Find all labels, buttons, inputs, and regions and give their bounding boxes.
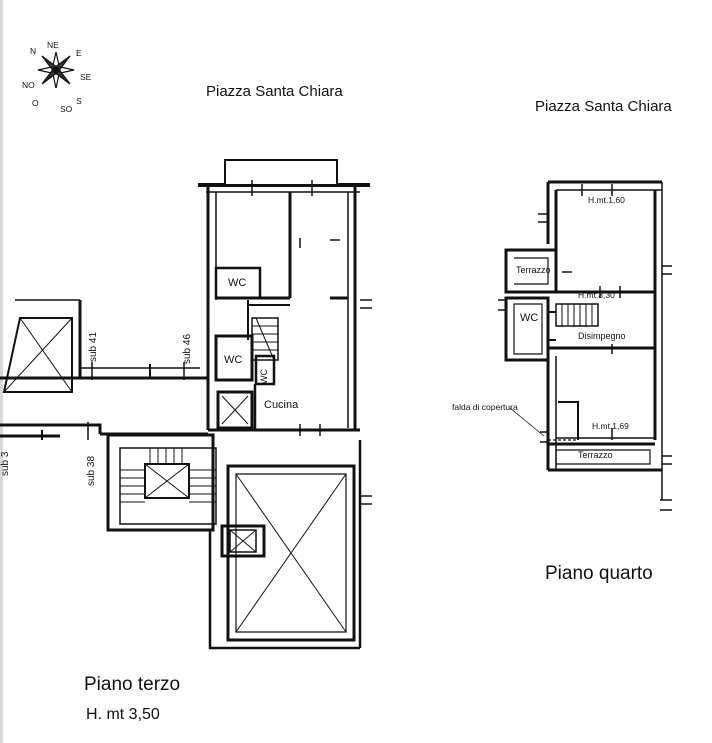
compass-ne-label: NE: [47, 40, 59, 50]
compass-se-label: SE: [80, 72, 92, 82]
sub-41-label: sub 41: [88, 331, 99, 362]
sub-46-label: sub 46: [182, 333, 193, 364]
room-label-wc-right: WC: [520, 312, 539, 324]
room-label-kitchen: Cucina: [264, 399, 299, 411]
page-edge-shadow: [0, 0, 3, 743]
room-label-terrace-bottom: Terrazzo: [578, 450, 613, 460]
height-label-160: H.mt.1,60: [588, 195, 625, 205]
street-label-right: Piazza Santa Chiara: [535, 98, 672, 115]
compass-e-label: E: [76, 48, 82, 58]
room-label-hall: Disimpegno: [578, 331, 626, 341]
floor-title-right: Piano quarto: [545, 563, 653, 584]
compass-no-label: NO: [22, 80, 35, 90]
street-label-left: Piazza Santa Chiara: [206, 83, 343, 100]
roof-pitch-label: falda di copertura: [452, 402, 518, 412]
compass-n-label: N: [30, 46, 37, 56]
room-label-wc-top: WC: [228, 277, 247, 289]
compass-so-label: SO: [60, 104, 73, 114]
room-label-terrace-top: Terrazzo: [516, 265, 551, 275]
floor-height-left: H. mt 3,50: [86, 706, 160, 723]
room-label-wc-small: WC: [259, 369, 269, 384]
compass-icon: [38, 52, 74, 88]
sub-38-label: sub 38: [86, 455, 97, 486]
floor-title-left: Piano terzo: [84, 674, 181, 695]
plan-piano-quarto: [498, 182, 672, 510]
height-label-330: H.mt.3,30: [578, 290, 615, 300]
compass-o-label: O: [32, 98, 39, 108]
sub-cut-label: sub 38: [0, 452, 11, 476]
room-label-wc-mid: WC: [224, 354, 243, 366]
plan-piano-terzo: [0, 160, 372, 648]
compass-s-label: S: [76, 96, 82, 106]
height-label-169: H.mt.1,69: [592, 421, 629, 431]
